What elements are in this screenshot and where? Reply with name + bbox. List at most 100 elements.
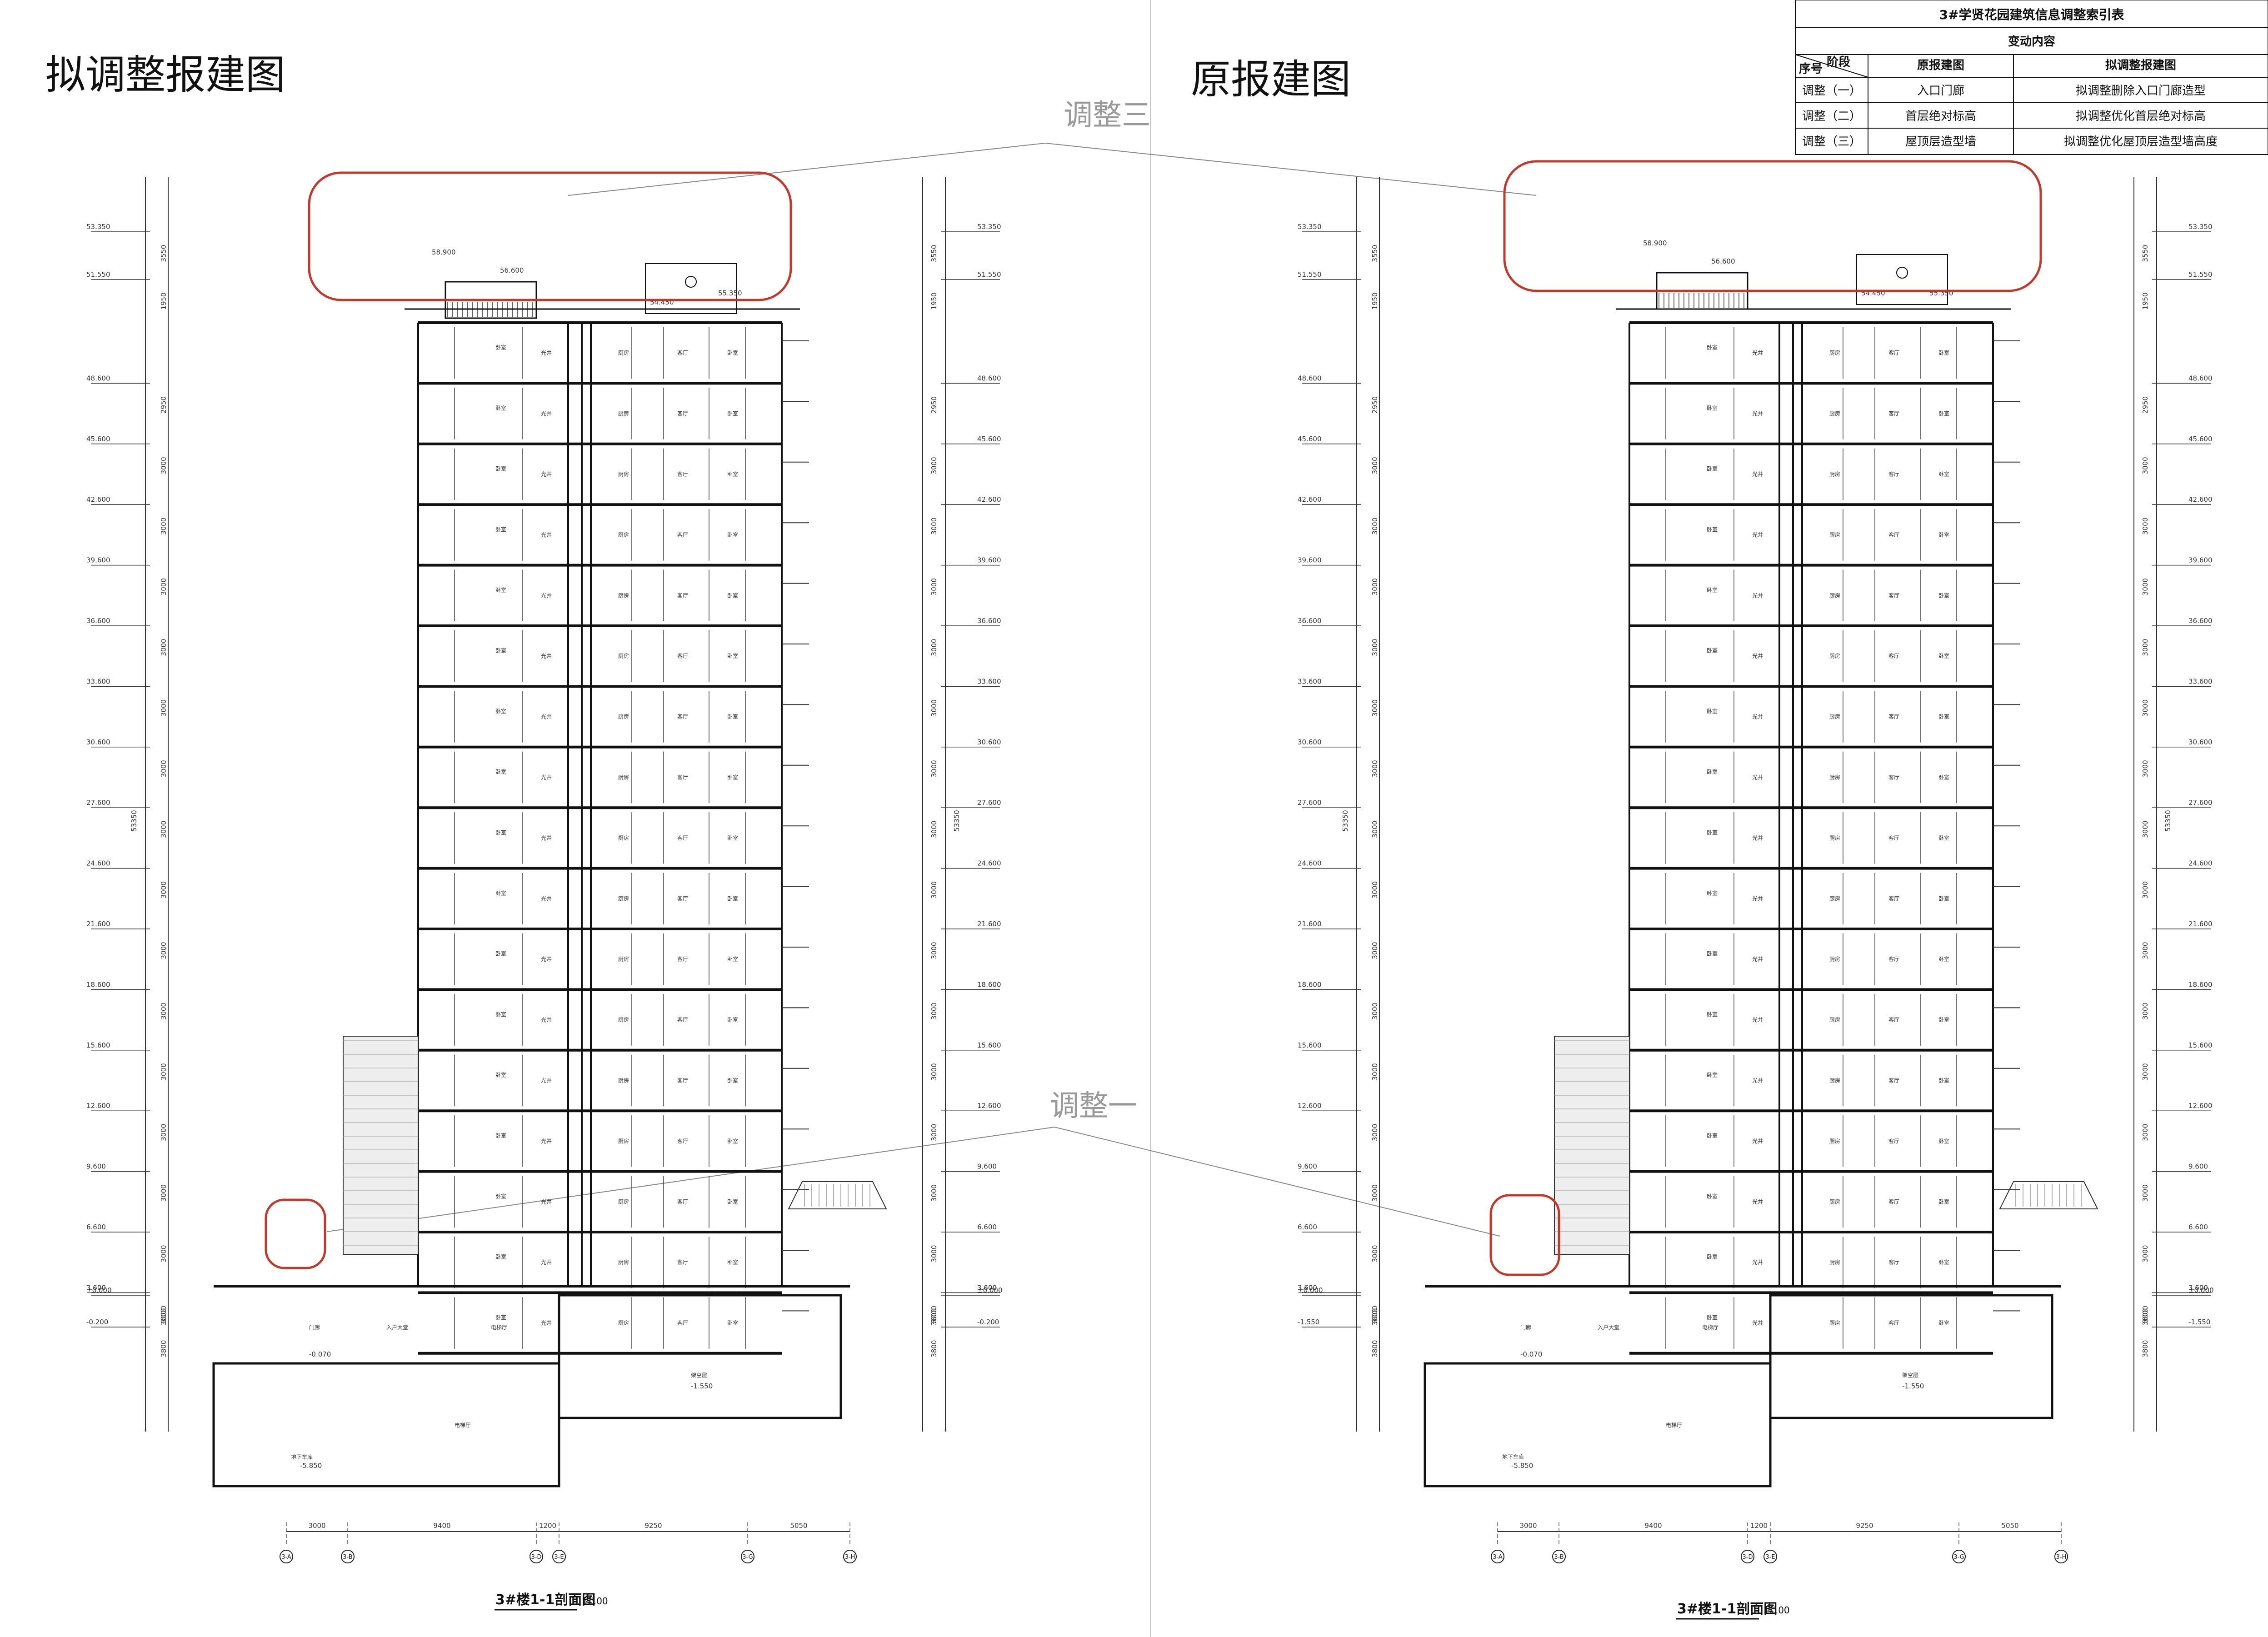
room-label-bed: 卧室 [1707,647,1718,654]
room-label-bed: 卧室 [727,592,738,599]
room-label-bed: 卧室 [495,889,506,896]
room-label-bed: 卧室 [1938,1016,1949,1023]
grid-span-dim: 3000 [1519,1522,1537,1530]
table-no-header: 序号 [1799,62,1823,76]
grid-axis-label: 3-B [343,1554,352,1561]
floor-dim-left: 3000 [1371,1306,1379,1323]
basement-level: -5.850 [300,1462,322,1470]
floor-dim-left: 3800 [160,1340,168,1358]
room-label-living: 客厅 [677,895,688,902]
room-label-living: 客厅 [1888,410,1899,417]
roof-fan-symbol [685,276,697,288]
floor-dim-right: 3550 [2141,245,2149,262]
grid-axis-bubble [1763,1550,1777,1563]
room-label-living: 客厅 [677,1138,688,1144]
adjust-one-label: 调整一 [1050,1089,1137,1123]
floor-dim-left: 3600 [160,1308,168,1326]
room-label-corridor: 光井 [1752,532,1763,538]
room-label-bed: 卧室 [1707,465,1718,472]
room-label-kitchen: 厨房 [1829,349,1840,356]
room-label-kitchen: 厨房 [1829,471,1840,478]
room-label-bed: 卧室 [495,708,506,714]
room-label-bed: 卧室 [1707,586,1718,593]
table-row-3-no: 调整（三） [1802,135,1861,149]
overall-height-left: 53350 [130,810,138,832]
room-label-corridor: 光井 [541,1017,552,1023]
level-mark-right: 3.600 [2188,1283,2208,1292]
level-mark-right: 15.600 [977,1041,1001,1049]
level-mark-left: 30.600 [86,738,110,746]
floor-dim-left: 3000 [160,518,168,535]
room-label-garage: 架空层 [1902,1372,1918,1378]
room-label-living: 客厅 [677,1319,688,1326]
table-row-1-original: 入口门廊 [1917,84,1964,98]
room-label-elev: 电梯厅 [455,1422,471,1428]
level-mark-right: ±0.000 [2188,1286,2214,1294]
floor-dim-right: 3000 [930,881,938,898]
room-label-bed: 卧室 [495,465,506,472]
level-mark-right: 24.600 [2188,859,2213,868]
room-label-corridor: 光井 [1752,1078,1763,1084]
room-label-corridor: 光井 [1752,1320,1763,1326]
grid-axis-bubble [1952,1550,1966,1563]
table-col-original: 原报建图 [1917,58,1964,72]
room-label-living: 客厅 [677,349,688,356]
room-label-bed: 卧室 [495,1314,506,1321]
room-label-bed: 卧室 [495,769,506,775]
overall-height-right: 53350 [953,810,961,832]
floor-dim-right: 3000 [930,457,938,474]
room-label-bed: 卧室 [495,586,506,593]
room-label-living: 客厅 [1888,1077,1899,1084]
overall-height-left: 53350 [1341,810,1349,832]
room-label-lobby: 入户大堂 [386,1324,408,1331]
level-mark-left: 18.600 [1298,980,1322,988]
room-label-living: 客厅 [677,1016,688,1023]
room-label-bed: 卧室 [1707,950,1718,957]
floor-dim-left: 3000 [160,1245,168,1263]
floor-dim-left: 3000 [160,578,168,595]
room-label-living: 客厅 [677,774,688,781]
floor-dim-left: 3000 [1371,639,1379,656]
floor-dim-right: 1950 [2141,293,2149,310]
floor-dim-left: 3000 [160,881,168,898]
room-label-living: 客厅 [677,592,688,599]
roof-level-mid: 56.600 [1711,257,1735,265]
room-label-kitchen: 厨房 [1829,531,1840,538]
room-label-bed: 卧室 [495,829,506,836]
room-label-bed: 卧室 [495,344,506,351]
floor-dim-right: 3000 [930,518,938,535]
level-mark-right: 48.600 [977,374,1001,382]
room-label-living: 客厅 [1888,1198,1899,1205]
room-label-bed: 卧室 [495,1011,506,1018]
floor-dim-right: 3000 [2141,1124,2149,1141]
level-mark-right: 3.600 [977,1283,997,1292]
room-label-living: 客厅 [677,410,688,417]
room-label-living: 客厅 [1888,834,1899,841]
table-row-3-proposed: 拟调整优化屋顶层造型墙高度 [2064,135,2218,149]
entry-level: -0.070 [1520,1350,1542,1358]
room-label-elev: 电梯厅 [491,1324,507,1331]
grid-axis-label: 3-E [554,1554,564,1561]
floor-dim-right: 3000 [930,942,938,959]
room-label-bed: 卧室 [1707,404,1718,411]
room-label-corridor: 光井 [1752,653,1763,659]
grid-axis-label: 3-A [281,1554,291,1561]
floor-dim-right: 3550 [930,245,938,262]
grid-axis-bubble [1741,1550,1754,1563]
floor-dim-right: 3000 [930,699,938,717]
room-label-bed: 卧室 [1938,956,1949,963]
room-label-corridor: 光井 [541,653,552,659]
room-label-bed: 卧室 [495,404,506,411]
floor-dim-left: 3600 [1371,1308,1379,1326]
room-label-kitchen: 厨房 [1829,1016,1840,1023]
room-label-bed: 卧室 [1938,410,1949,417]
room-label-bed: 卧室 [495,1132,506,1139]
room-label-living: 客厅 [1888,1016,1899,1023]
room-label-kitchen: 厨房 [1829,1077,1840,1084]
level-mark-right: 45.600 [2188,435,2213,443]
level-mark-right: 36.600 [2188,617,2213,625]
room-label-bed: 卧室 [1938,531,1949,538]
floor-dim-right: 3000 [930,1124,938,1141]
left-caption-scale: 1:100 [582,1596,608,1607]
